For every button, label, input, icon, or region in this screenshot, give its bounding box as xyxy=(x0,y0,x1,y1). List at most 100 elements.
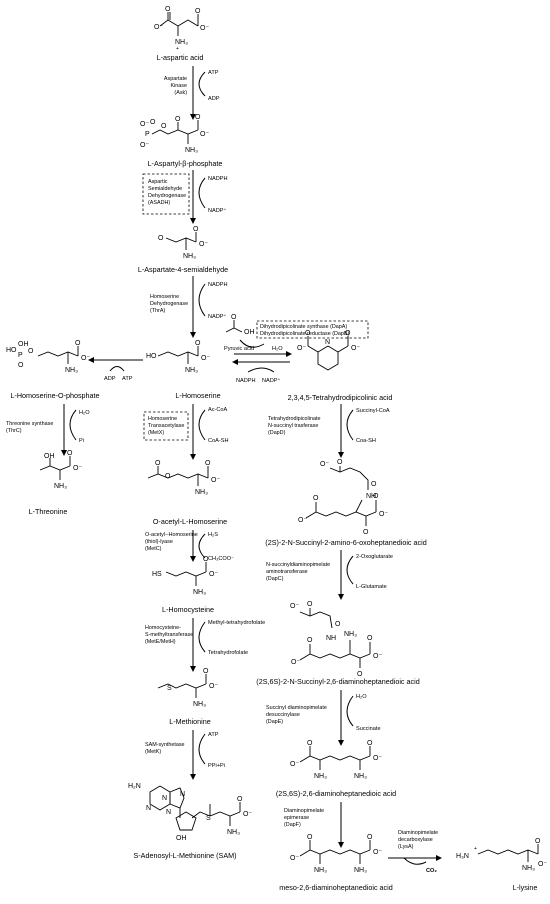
atom-label: O xyxy=(367,740,373,747)
atom-label: O xyxy=(307,637,313,644)
atom-label: NH₃ xyxy=(314,773,327,780)
homocysteine-structure: HS O O⁻ NH₃ xyxy=(152,556,218,596)
atom-label: O⁻ xyxy=(538,861,547,868)
arrowhead xyxy=(436,855,442,861)
atom-label: O⁻ xyxy=(73,465,82,472)
atom-label: O xyxy=(165,473,171,480)
atom-label: OH xyxy=(44,453,55,460)
arrowhead xyxy=(190,774,196,780)
enzyme-metx-line2: Transacetylase xyxy=(148,423,184,429)
compound-homoserine-phosphate: L-Homoserine-O-phosphate xyxy=(10,391,99,400)
cofactor-arc xyxy=(198,71,206,97)
enzyme-asadh-line2: Semialdehyde xyxy=(148,186,182,192)
atom-label: O xyxy=(18,362,24,369)
atom-label: O⁻ xyxy=(298,517,307,524)
cofactor-arc xyxy=(198,733,206,765)
atom-label: NH₃ xyxy=(185,367,198,374)
enzyme-dape-line2: desuccinylase xyxy=(266,712,300,718)
enzyme-box-dapa-dapb xyxy=(256,320,369,339)
enzyme-metc-line2: (thiol)-lyase xyxy=(145,539,173,545)
enzyme-dapf-line2: epimerase xyxy=(284,815,309,821)
cofactor-nadph: NADPH xyxy=(236,378,256,384)
cofactor-pppi: PPi+Pi xyxy=(208,763,225,769)
atom-label: O⁻ xyxy=(351,345,360,352)
enzyme-lysa-line3: (LysA) xyxy=(398,844,414,850)
acetyl-homoserine-structure: O O O O⁻ NH₃ xyxy=(147,460,220,496)
atom-label: NH xyxy=(366,493,376,500)
compound-homocysteine: L-Homocysteine xyxy=(162,605,214,614)
atom-label: O⁻ xyxy=(297,345,306,352)
atom-label: O xyxy=(158,235,164,242)
atom-label: NH xyxy=(326,635,336,642)
atom-label: O⁻ xyxy=(290,855,299,862)
atom-label: NH₃ xyxy=(195,489,208,496)
enzyme-thra-line3: (ThrA) xyxy=(150,308,165,314)
enzyme-thra-line1: Homoserine xyxy=(150,294,179,300)
atom-label: NH₃ xyxy=(175,39,188,46)
cofactor-arc xyxy=(109,366,125,372)
atom-label: NH₃ xyxy=(227,829,240,836)
arrowhead xyxy=(61,450,67,456)
enzyme-asadh-line4: (ASADH) xyxy=(148,200,170,206)
atom-label: N xyxy=(162,795,167,802)
enzyme-mete-line3: (MetE/MetH) xyxy=(145,639,176,645)
enzyme-ask-line3: (Ask) xyxy=(174,90,187,96)
arrowhead xyxy=(338,452,344,458)
atom-label: OH xyxy=(244,329,255,336)
cofactor-arc xyxy=(239,339,265,348)
cofactor-acetate: CH₃COO⁻ xyxy=(208,556,234,562)
cofactor-succinyl-coa: Succinyl-CoA xyxy=(356,408,390,414)
atom-label: O⁻ xyxy=(373,849,382,856)
succinyl-dap-structure: O⁻ O O NH NH₃ O O⁻ O O O⁻ xyxy=(290,601,382,678)
atom-label: O xyxy=(237,796,243,803)
atom-label: O xyxy=(535,838,541,845)
atom-label: + xyxy=(176,46,179,52)
atom-label: O⁻ xyxy=(373,653,382,660)
atom-label: NH₃ xyxy=(354,867,367,874)
enzyme-lysa-line2: decarboxylase xyxy=(398,837,433,843)
compound-ll-dap: (2S,6S)-2,6-diaminoheptanedioic acid xyxy=(276,789,396,798)
thdp-structure: N O O O⁻ O⁻ xyxy=(297,330,360,371)
compound-sam: S-Adenosyl-L-Methionine (SAM) xyxy=(133,851,236,860)
arrowhead xyxy=(338,740,344,746)
atom-label: O⁻ xyxy=(209,683,218,690)
cofactor-arc xyxy=(198,621,206,653)
arrowhead xyxy=(286,351,292,357)
atom-label: O⁻ xyxy=(200,131,209,138)
atom-label: O xyxy=(231,314,237,321)
atom-label: O⁻ xyxy=(201,355,210,362)
cofactor-h2o: H₂O xyxy=(272,346,283,352)
enzyme-dapf-line3: (DapF) xyxy=(284,822,301,828)
atom-label: O⁻ xyxy=(211,477,220,484)
atom-label: NH₃ xyxy=(65,367,78,374)
atom-label: O xyxy=(367,635,373,642)
cofactor-thf: Tetrahydrofolate xyxy=(208,650,248,656)
atom-label: O xyxy=(165,6,171,13)
enzyme-dapc-line1: N-succinyldiaminopimelate xyxy=(266,562,330,568)
enzyme-dape-line1: Succinyl diaminopimelate xyxy=(266,705,327,711)
compound-aspartyl-phosphate: L-Aspartyl-β-phosphate xyxy=(148,159,223,168)
atom-label: O⁻ xyxy=(140,121,149,128)
arrowhead xyxy=(190,556,196,562)
cofactor-h2o: H₂O xyxy=(356,694,367,700)
cofactor-nadp: NADP⁺ xyxy=(208,207,227,214)
sam-structure: H₂N N N N N S O O⁻ NH₃ OH xyxy=(128,783,252,842)
cofactor-pi: Pi xyxy=(79,438,84,444)
atom-label: NH₃ xyxy=(344,631,357,638)
compound-succinyl-dap: (2S,6S)-2-N-Succinyl-2,6-diaminoheptaned… xyxy=(256,677,419,686)
cofactor-pyruvic-acid: Pyruvic acid xyxy=(224,346,254,352)
aspartic-acid-structure: O⁻ O O O⁻ NH₃ + xyxy=(154,6,209,52)
enzyme-dapd-line1: Tetrahydrodipicolinate xyxy=(268,416,320,422)
compound-methionine: L-Methionine xyxy=(169,717,211,726)
arrowhead xyxy=(88,357,94,363)
enzyme-mete-line2: S-methyltransferase xyxy=(145,632,193,638)
cofactor-adp: ADP xyxy=(208,96,220,102)
cofactor-coash: Coa-SH xyxy=(356,438,376,444)
cofactor-atp: ATP xyxy=(208,70,219,76)
enzyme-metc-line3: (MetC) xyxy=(145,546,162,552)
atom-label: OH xyxy=(18,341,29,348)
compound-acetyl-homoserine: O-acetyl-L-Homoserine xyxy=(153,517,227,526)
atom-label: O⁻ xyxy=(243,811,252,818)
enzyme-asadh-line1: Aspartic xyxy=(148,179,168,185)
